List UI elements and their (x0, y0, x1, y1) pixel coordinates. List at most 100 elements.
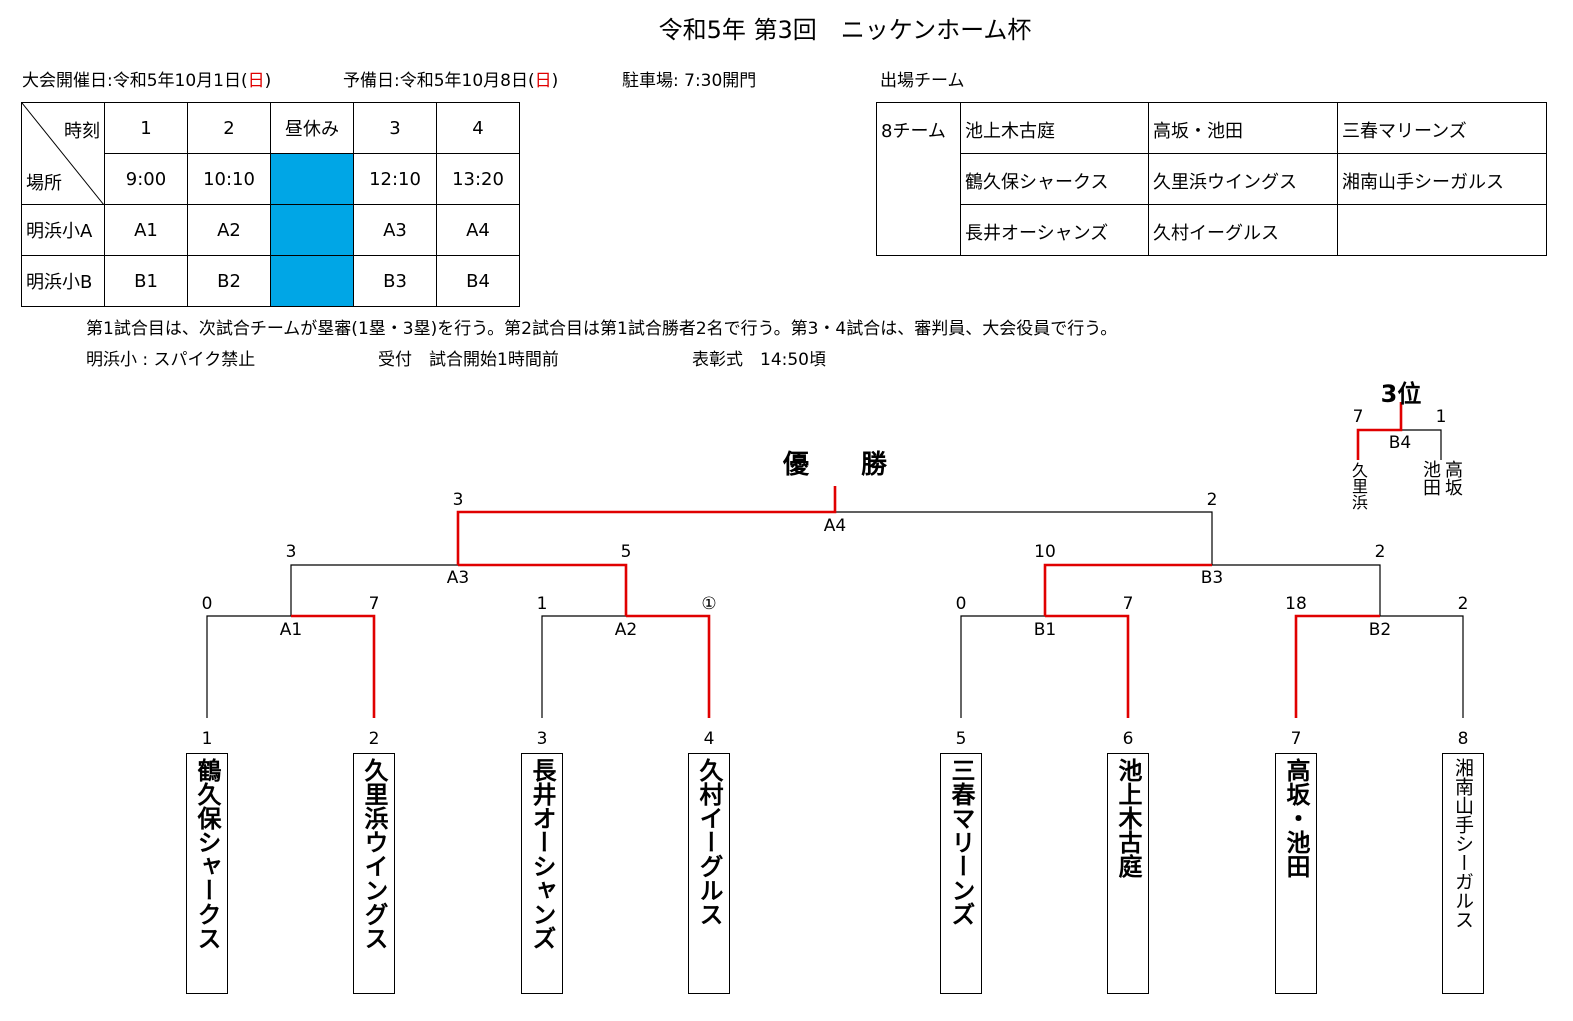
b1-left-line (960, 615, 1045, 718)
team-number: 6 (1122, 729, 1134, 749)
b2-win-line (1294, 614, 1380, 718)
schedule-corner: 時刻 場所 (21, 102, 105, 205)
a3-left-line (290, 564, 458, 616)
umpire-note: 第1試合目は、次試合チームが塁審(1塁・3塁)を行う。第2試合目は第1試合勝者2… (86, 319, 1118, 339)
score-b2-left: 18 (1285, 594, 1307, 614)
lunch-cell (270, 153, 354, 205)
match-cell: B4 (436, 255, 520, 307)
match-label-b3: B3 (1200, 568, 1224, 588)
col-header: 4 (436, 102, 520, 154)
score-b2-right: 2 (1457, 594, 1469, 614)
team-cell: 湘南山手シーガルス (1337, 153, 1547, 205)
team-number: 3 (536, 729, 548, 749)
match-cell: A2 (187, 204, 271, 256)
b3-win-line (1043, 563, 1212, 616)
team-name-box: 長井オーシャンズ (521, 753, 563, 994)
col-header: 3 (353, 102, 437, 154)
place-cell: 明浜小A (21, 204, 105, 256)
team-count: 8チーム (876, 102, 961, 256)
b4-win-line (1356, 402, 1403, 460)
match-cell: B3 (353, 255, 437, 307)
b1-win-line (1045, 614, 1130, 718)
event-date: 大会開催日:令和5年10月1日(日) (22, 71, 272, 91)
team-number: 1 (201, 729, 213, 749)
team-cell: 池上木古庭 (960, 102, 1149, 154)
team-cell: 久里浜ウイングス (1148, 153, 1338, 205)
team-cell: 鶴久保シャークス (960, 153, 1149, 205)
score-b1-left: 0 (955, 594, 967, 614)
a1-win-line (291, 614, 376, 718)
team-name-box: 鶴久保シャークス (186, 753, 228, 994)
score-a2-left: 1 (536, 594, 548, 614)
score-a1-left: 0 (201, 594, 213, 614)
score-a3-right: 5 (620, 542, 632, 562)
a2-win-line (626, 614, 711, 718)
team-number: 5 (955, 729, 967, 749)
col-header: 昼休み (270, 102, 354, 154)
col-header: 2 (187, 102, 271, 154)
score-b4-left: 7 (1352, 407, 1364, 427)
time-cell: 12:10 (353, 153, 437, 205)
match-label-a2: A2 (614, 620, 638, 640)
a4-win-line (456, 486, 837, 565)
b3-right-line (1212, 564, 1381, 616)
match-label-b4: B4 (1388, 433, 1412, 453)
score-a4-right: 2 (1206, 490, 1218, 510)
match-cell: B2 (187, 255, 271, 307)
score-b3-left: 10 (1034, 542, 1056, 562)
match-label-a1: A1 (279, 620, 303, 640)
match-label-a4: A4 (823, 516, 847, 536)
score-b3-right: 2 (1374, 542, 1386, 562)
a4-right-line (835, 511, 1213, 565)
team-name-box: 高坂・池田 (1275, 753, 1317, 994)
corner-place: 場所 (26, 173, 62, 194)
match-label-b1: B1 (1033, 620, 1057, 640)
reception-note: 受付 試合開始1時間前 (378, 350, 559, 370)
b4-right-team-b: 高坂 (1442, 460, 1463, 496)
team-cell: 三春マリーンズ (1337, 102, 1547, 154)
team-cell: 久村イーグルス (1148, 204, 1338, 256)
lunch-cell (270, 204, 354, 256)
score-b1-right: 7 (1122, 594, 1134, 614)
team-number: 8 (1457, 729, 1469, 749)
score-a1-right: 7 (368, 594, 380, 614)
team-name-box: 久里浜ウイングス (353, 753, 395, 994)
team-cell: 長井オーシャンズ (960, 204, 1149, 256)
team-name-box: 湘南山手シーガルス (1442, 753, 1484, 994)
spike-note: 明浜小 : スパイク禁止 (86, 350, 256, 370)
champion-label: 優 勝 (782, 450, 888, 480)
score-a4-left: 3 (452, 490, 464, 510)
time-cell: 13:20 (436, 153, 520, 205)
team-number: 4 (703, 729, 715, 749)
ceremony-note: 表彰式 14:50頃 (692, 350, 826, 370)
team-name-box: 池上木古庭 (1107, 753, 1149, 994)
place-cell: 明浜小B (21, 255, 105, 307)
team-name-box: 久村イーグルス (688, 753, 730, 994)
a3-win-line (458, 563, 628, 616)
team-cell: 高坂・池田 (1148, 102, 1338, 154)
score-a3-left: 3 (285, 542, 297, 562)
teams-heading: 出場チーム (880, 71, 965, 91)
lunch-cell (270, 255, 354, 307)
team-name-box: 三春マリーンズ (940, 753, 982, 994)
score-a2-right: ① (701, 594, 717, 614)
corner-time: 時刻 (64, 121, 100, 142)
match-cell: A4 (436, 204, 520, 256)
parking-info: 駐車場: 7:30開門 (622, 71, 757, 91)
match-label-a3: A3 (446, 568, 470, 588)
a2-left-line (541, 615, 626, 718)
match-cell: B1 (104, 255, 188, 307)
time-cell: 10:10 (187, 153, 271, 205)
page-title: 令和5年 第3回 ニッケンホーム杯 (658, 16, 1032, 44)
score-b4-right: 1 (1435, 407, 1447, 427)
team-number: 2 (368, 729, 380, 749)
teams-table: 8チーム 池上木古庭 高坂・池田 三春マリーンズ 鶴久保シャークス 久里浜ウイン… (876, 102, 1547, 256)
third-place-label: 3位 (1380, 380, 1422, 408)
team-cell (1337, 204, 1547, 256)
team-number: 7 (1290, 729, 1302, 749)
b4-right-line (1401, 429, 1442, 460)
match-cell: A1 (104, 204, 188, 256)
reserve-date: 予備日:令和5年10月8日(日) (343, 71, 559, 91)
match-label-b2: B2 (1368, 620, 1392, 640)
